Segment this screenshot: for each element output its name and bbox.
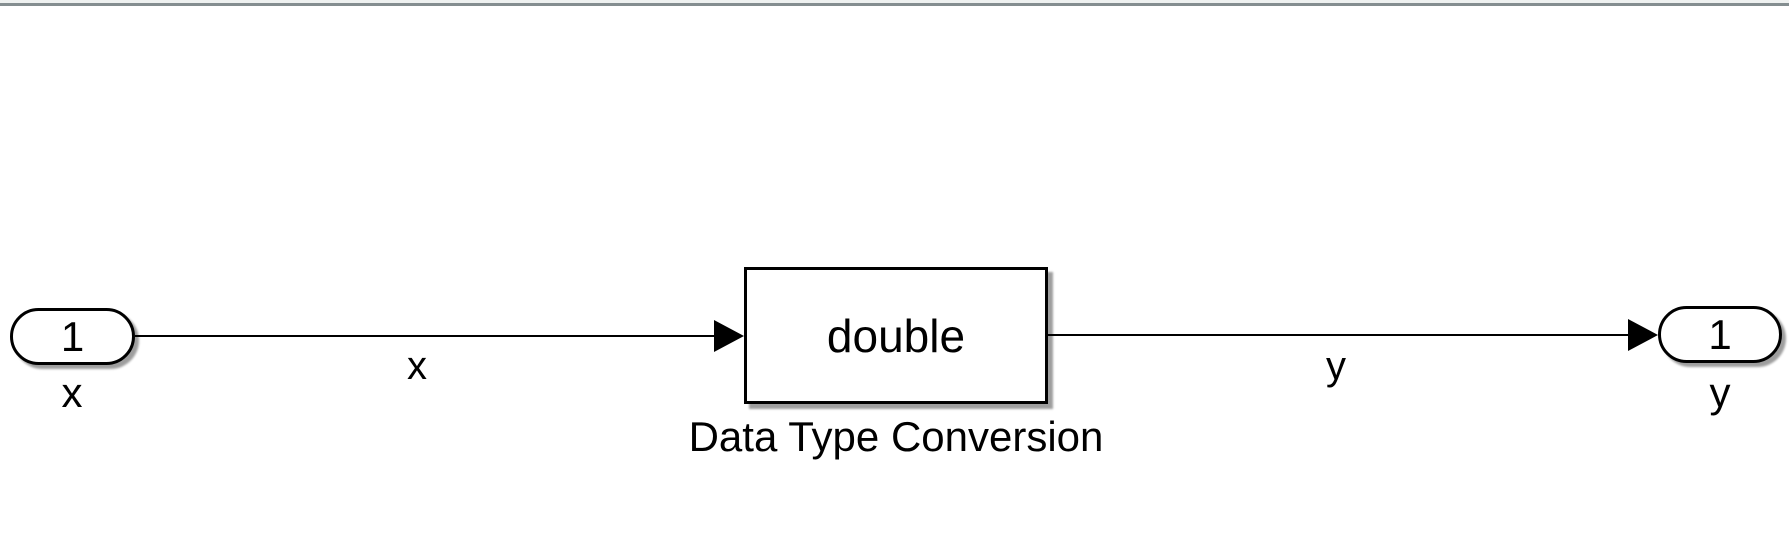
inport-block[interactable]: 1 (10, 308, 135, 365)
data-type-conversion-block[interactable]: double (744, 267, 1048, 404)
wire-arrowhead-icon (1628, 319, 1658, 351)
outport-number: 1 (1708, 310, 1732, 358)
inport-number: 1 (60, 312, 85, 360)
window-top-strip (0, 0, 1789, 3)
wire-arrowhead-icon (714, 320, 744, 352)
data-type-conversion-name-label[interactable]: Data Type Conversion (688, 413, 1104, 460)
signal-wire-y[interactable] (1048, 334, 1628, 336)
data-type-conversion-display-text: double (826, 309, 966, 362)
inport-name-label[interactable]: x (61, 369, 83, 416)
outport-block[interactable]: 1 (1658, 306, 1782, 363)
signal-label-y[interactable]: y (1326, 344, 1346, 388)
signal-label-x[interactable]: x (407, 344, 427, 388)
window-top-border (0, 3, 1789, 6)
signal-wire-x[interactable] (135, 335, 714, 337)
outport-name-label[interactable]: y (1709, 369, 1731, 416)
